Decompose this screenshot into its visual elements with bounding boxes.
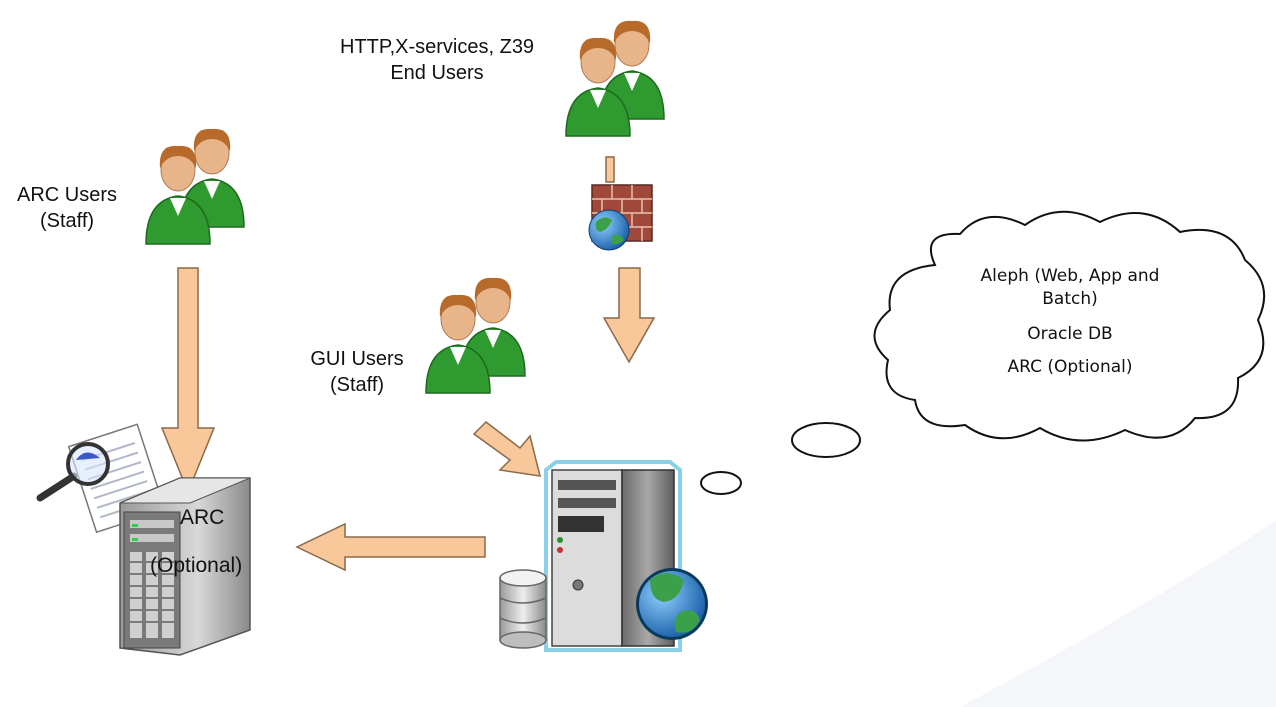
firewall-icon bbox=[588, 156, 653, 251]
globe-icon bbox=[636, 568, 708, 640]
arrow-arc-users-to-arc bbox=[160, 267, 216, 494]
cloud-bubble bbox=[873, 210, 1266, 442]
background-swoosh bbox=[960, 520, 1276, 707]
cloud-text: Aleph (Web, App and Batch) Oracle DB ARC… bbox=[930, 265, 1210, 379]
gui-users-label: GUI Users (Staff) bbox=[292, 346, 422, 398]
arc-users-line2: (Staff) bbox=[39, 210, 95, 232]
arc-users-line1: ARC Users bbox=[16, 184, 117, 206]
database-icon bbox=[499, 569, 547, 649]
thought-bubble-medium bbox=[791, 422, 861, 458]
cloud-line-batch: Batch) bbox=[1042, 289, 1098, 309]
thought-bubble-small bbox=[700, 471, 742, 495]
cloud-line-oracle: Oracle DB bbox=[1027, 324, 1113, 344]
http-users-line1: HTTP,X-services, Z39 bbox=[339, 36, 535, 58]
http-users-line2: End Users bbox=[390, 62, 484, 84]
gui-users-line1: GUI Users bbox=[310, 348, 404, 370]
arrow-gui-to-server bbox=[472, 421, 542, 477]
http-users-label: HTTP,X-services, Z39 End Users bbox=[302, 34, 572, 86]
http-users-icon bbox=[565, 20, 665, 137]
arc-users-label: ARC Users (Staff) bbox=[2, 182, 132, 234]
arc-server-line1: ARC bbox=[180, 506, 225, 529]
arc-users-icon bbox=[145, 128, 245, 245]
gui-users-icon bbox=[425, 277, 526, 394]
arc-server-label: ARC (Optional) bbox=[150, 494, 300, 590]
arrow-server-to-arc bbox=[295, 522, 486, 572]
arc-server-icon bbox=[119, 477, 251, 656]
arc-server-line2: (Optional) bbox=[150, 554, 243, 577]
cloud-line-aleph: Aleph (Web, App and bbox=[980, 266, 1160, 286]
gui-users-line2: (Staff) bbox=[329, 374, 385, 396]
cloud-line-arc: ARC (Optional) bbox=[1007, 357, 1133, 377]
arrow-http-to-server bbox=[602, 267, 656, 364]
